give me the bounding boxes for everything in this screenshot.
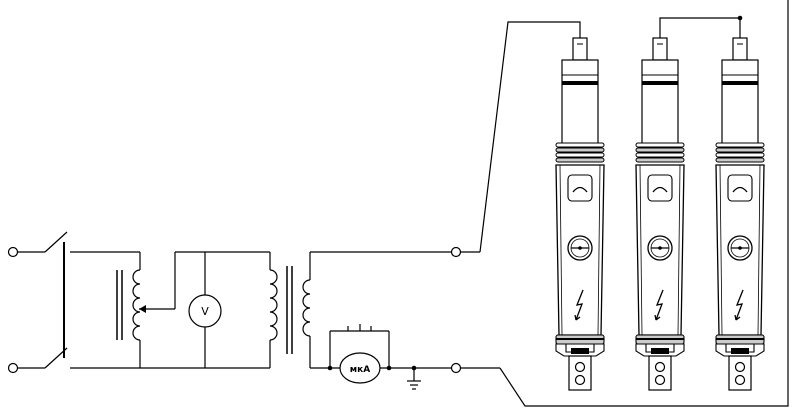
input-terminal-top	[7, 246, 19, 258]
test-object-1	[555, 37, 605, 391]
main-switch	[44, 231, 100, 369]
voltmeter: V	[188, 251, 270, 369]
microammeter-label: мкА	[350, 365, 370, 375]
test-object-2	[635, 37, 685, 391]
hv-lead	[479, 0, 789, 407]
ground-symbol	[407, 365, 421, 390]
test-object-3	[715, 37, 765, 391]
autotransformer	[100, 251, 205, 369]
voltmeter-label: V	[201, 305, 209, 318]
microammeter: мкА	[310, 324, 452, 384]
output-terminal-top	[450, 246, 462, 258]
input-terminals	[7, 246, 45, 374]
output-terminal-bottom	[450, 362, 462, 374]
test-objects	[555, 37, 765, 391]
output-terminals	[450, 246, 500, 374]
step-up-transformer	[269, 251, 452, 368]
input-terminal-bottom	[7, 362, 19, 374]
